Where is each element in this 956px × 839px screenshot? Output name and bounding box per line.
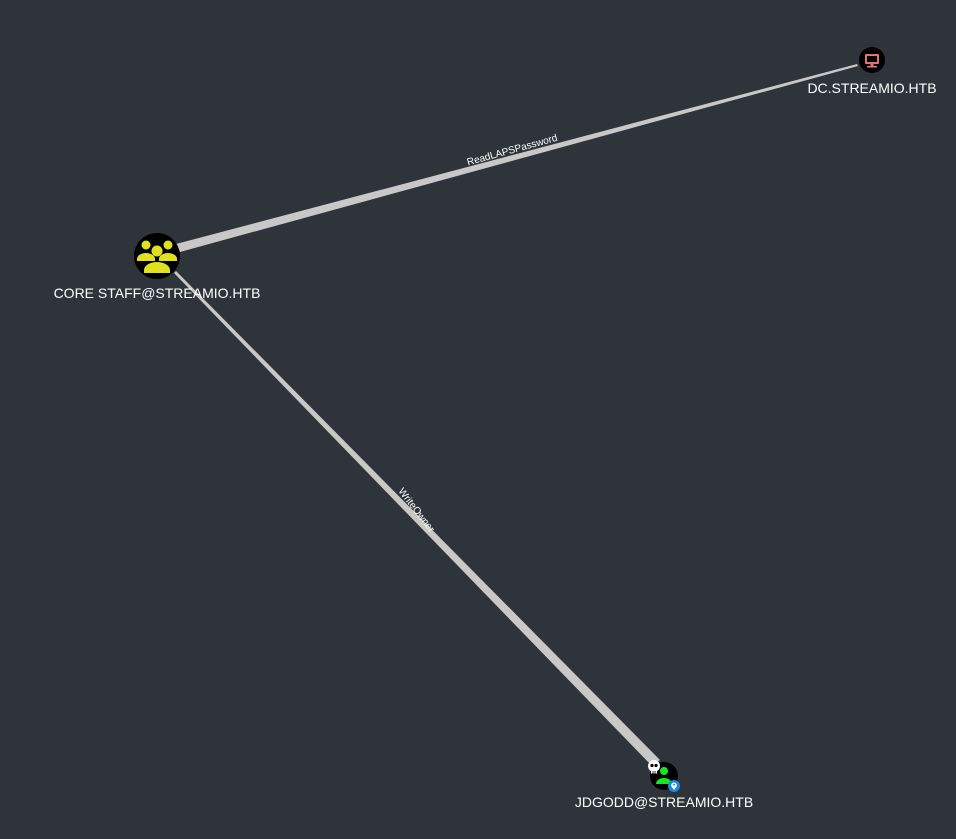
node-jdgodd[interactable]: JDGODD@STREAMIO.HTB (575, 760, 753, 810)
location-pin-icon (668, 780, 680, 792)
edge-label-writeowner: WriteOwner (396, 486, 437, 535)
node-dc[interactable]: DC.STREAMIO.HTB (807, 47, 937, 96)
node-core-staff-label: CORE STAFF@STREAMIO.HTB (54, 285, 261, 301)
monitor-icon (865, 54, 879, 68)
node-core-staff[interactable]: CORE STAFF@STREAMIO.HTB (54, 233, 261, 301)
edge-writeowner-line[interactable] (174, 271, 660, 766)
node-dc-label: DC.STREAMIO.HTB (807, 80, 936, 96)
edge-readlapspassword[interactable]: ReadLAPSPassword (176, 64, 858, 252)
skull-icon (648, 760, 660, 774)
edge-readlapspassword-line[interactable] (176, 64, 858, 252)
edge-writeowner[interactable]: WriteOwner (174, 271, 660, 766)
node-jdgodd-label: JDGODD@STREAMIO.HTB (575, 794, 753, 810)
users-icon (137, 240, 177, 273)
user-icon (656, 767, 672, 784)
